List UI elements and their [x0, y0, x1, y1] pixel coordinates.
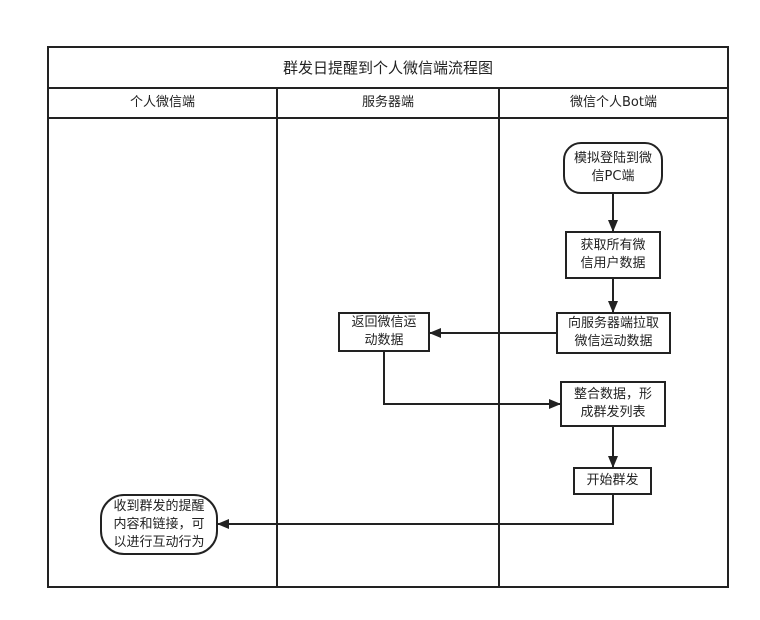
node-return-sport-data: 返回微信运动数据 — [338, 312, 430, 352]
node-line: 模拟登陆到微 — [573, 151, 652, 166]
node-line: 整合数据，形 — [573, 387, 652, 402]
node-line: 获取所有微 — [580, 238, 646, 253]
node-line: 微信运动数据 — [574, 334, 653, 349]
edges — [217, 194, 618, 529]
edge-return-to-merge — [383, 352, 561, 409]
lane-title-personal: 个人微信端 — [129, 95, 195, 110]
diagram-title: 群发日提醒到个人微信端流程图 — [282, 59, 493, 77]
node-line: 内容和链接，可 — [113, 516, 205, 532]
node-pull-sport-data: 向服务器端拉取微信运动数据 — [556, 312, 671, 354]
node-line: 返回微信运 — [351, 315, 417, 330]
node-receive-reminder: 收到群发的提醒内容和链接，可以进行互动行为 — [100, 494, 218, 555]
node-line: 信PC端 — [591, 169, 635, 184]
node-line: 以进行互动行为 — [113, 534, 205, 550]
node-line: 开始群发 — [586, 473, 639, 488]
node-simulate-login: 模拟登陆到微信PC端 — [563, 142, 663, 194]
edge-start-to-receive — [217, 495, 614, 529]
node-line: 成群发列表 — [580, 405, 646, 420]
lane-title-server: 服务器端 — [361, 95, 414, 110]
swimlane-frame — [47, 46, 729, 588]
node-line: 向服务器端拉取 — [567, 316, 659, 331]
lane-title-bot: 微信个人Bot端 — [570, 95, 657, 110]
node-get-all-users: 获取所有微信用户数据 — [565, 231, 661, 279]
node-line: 动数据 — [364, 333, 404, 348]
node-merge-data: 整合数据，形成群发列表 — [560, 381, 666, 427]
node-line: 信用户数据 — [580, 256, 646, 271]
node-line: 收到群发的提醒 — [113, 498, 205, 514]
outer-border — [47, 46, 729, 588]
node-start-mass-send: 开始群发 — [573, 467, 652, 495]
